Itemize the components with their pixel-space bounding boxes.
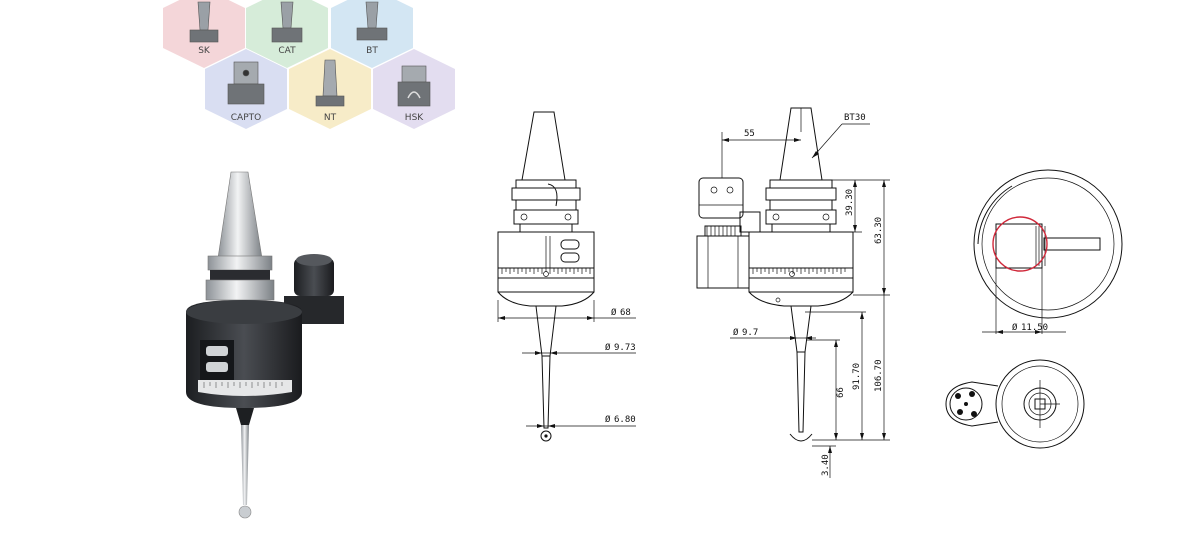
interface-nt: NT bbox=[289, 49, 371, 129]
interface-label-hsk: HSK bbox=[405, 113, 424, 123]
interface-bt: BT bbox=[331, 0, 413, 68]
top-view: Ø 11.50 bbox=[973, 169, 1123, 334]
side-h-top: 63.30 bbox=[874, 217, 884, 244]
front-dia-symbol-upper: Ø bbox=[605, 342, 611, 353]
top-outer-circle bbox=[973, 169, 1123, 319]
interface-label-bt: BT bbox=[366, 46, 378, 56]
side-dia-stem: 9.7 bbox=[742, 328, 758, 338]
front-collar bbox=[515, 179, 577, 189]
interface-cat: CAT bbox=[246, 0, 328, 68]
side-h-flange: 39.30 bbox=[845, 189, 855, 216]
side-h-stylus: 66 bbox=[836, 387, 846, 398]
front-dia-symbol-tip: Ø bbox=[605, 414, 611, 425]
side-h-ball: 3.40 bbox=[821, 454, 831, 476]
front-view: Ø 68 Ø 9.73 Ø 6.80 bbox=[497, 111, 636, 442]
interface-hsk: HSK bbox=[373, 49, 455, 129]
interface-label-sk: SK bbox=[198, 46, 211, 56]
side-taper-label: BT30 bbox=[844, 113, 866, 123]
front-dia-stylus-tip: 6.80 bbox=[614, 415, 636, 425]
side-mount bbox=[696, 235, 750, 289]
top-dia-symbol: Ø bbox=[1012, 322, 1018, 333]
bottom-view bbox=[945, 359, 1085, 449]
bottom-clamp-boss bbox=[949, 387, 983, 421]
side-offset: 55 bbox=[744, 129, 755, 139]
front-dia-body: 68 bbox=[620, 308, 631, 318]
probe-render bbox=[186, 171, 344, 519]
side-clamp bbox=[698, 177, 744, 219]
front-dia-stylus-upper: 9.73 bbox=[614, 343, 636, 353]
interface-label-capto: CAPTO bbox=[231, 113, 261, 123]
top-arm bbox=[1043, 237, 1101, 251]
detail-highlight-circle bbox=[992, 216, 1048, 272]
interface-capto: CAPTO bbox=[205, 49, 287, 129]
side-h-mid: 91.70 bbox=[852, 363, 862, 390]
front-dia-symbol-body: Ø bbox=[611, 307, 617, 318]
side-view: 55 BT30 39.30 63.30 106.70 91.70 66 bbox=[696, 107, 890, 478]
top-dia-detail: 11.50 bbox=[1021, 323, 1048, 333]
side-stylus-ball bbox=[789, 433, 813, 442]
side-body bbox=[748, 231, 854, 269]
interface-label-nt: NT bbox=[324, 113, 337, 123]
interface-options: SK CAT BT CAPTO bbox=[163, 0, 455, 129]
interface-sk: SK bbox=[163, 0, 245, 68]
interface-label-cat: CAT bbox=[278, 46, 296, 56]
side-h-total: 106.70 bbox=[874, 359, 884, 392]
top-clamp bbox=[995, 223, 1043, 269]
front-stylus-ball bbox=[540, 430, 552, 442]
front-stylus-upper bbox=[535, 305, 557, 357]
side-dia-symbol: Ø bbox=[733, 327, 739, 338]
front-taper bbox=[521, 111, 566, 181]
bottom-outer-circle bbox=[995, 359, 1085, 449]
front-stylus-lower bbox=[541, 355, 551, 429]
